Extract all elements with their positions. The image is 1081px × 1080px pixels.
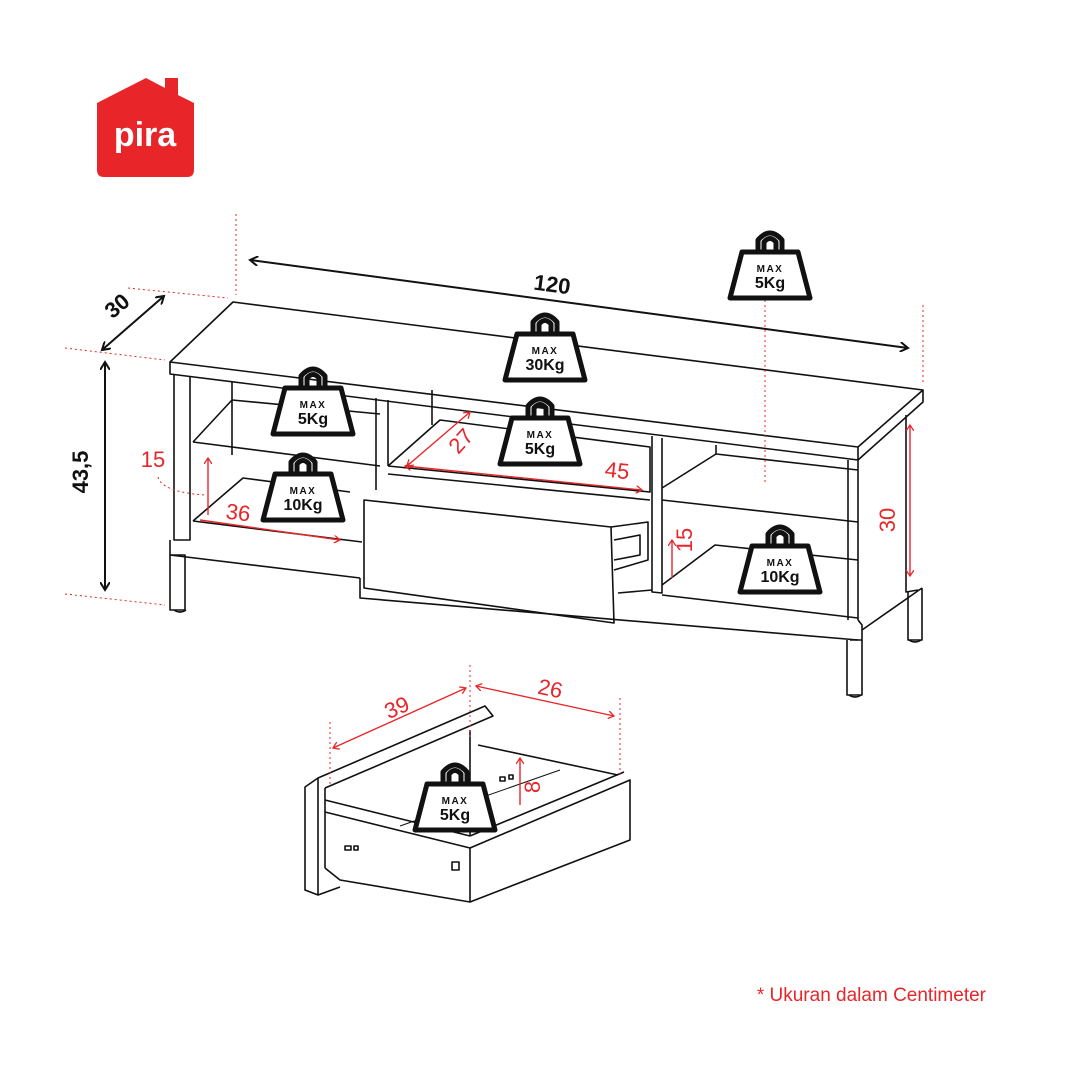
drawer-opening-height-label: 15: [672, 528, 697, 552]
weight-icon-top-center: MAX 30Kg: [502, 312, 588, 383]
svg-text:MAX: MAX: [300, 400, 327, 411]
width-label: 120: [532, 270, 572, 300]
drawer-depth-label: 39: [381, 691, 414, 724]
svg-text:5Kg: 5Kg: [298, 411, 328, 428]
depth-label: 30: [100, 288, 135, 323]
svg-text:MAX: MAX: [290, 486, 317, 497]
logo-text: pira: [114, 116, 177, 154]
svg-text:MAX: MAX: [532, 346, 559, 357]
width-arrow: [250, 260, 908, 348]
svg-text:30Kg: 30Kg: [525, 357, 564, 374]
svg-text:5Kg: 5Kg: [440, 807, 470, 824]
svg-text:MAX: MAX: [757, 264, 784, 275]
svg-text:MAX: MAX: [442, 796, 469, 807]
svg-text:5Kg: 5Kg: [755, 275, 785, 292]
left-shelf-height-label: 15: [141, 447, 165, 472]
svg-text:MAX: MAX: [527, 430, 554, 441]
weight-icon-left-lower: MAX 10Kg: [260, 452, 346, 523]
height-label: 43,5: [68, 451, 93, 494]
units-footnote: * Ukuran dalam Centimeter: [756, 985, 986, 1006]
drawer-height-label: 8: [520, 781, 545, 793]
drawer-width-label: 26: [536, 674, 565, 704]
red-dimension-lines: [199, 412, 910, 805]
weight-icon-drawer: MAX 5Kg: [412, 762, 498, 833]
weight-icon-center-shelf: MAX 5Kg: [497, 396, 583, 467]
left-shelf-width-label: 36: [225, 499, 252, 527]
svg-text:10Kg: 10Kg: [283, 497, 322, 514]
svg-text:10Kg: 10Kg: [760, 569, 799, 586]
depth-arrow: [102, 296, 164, 350]
pira-logo: pira: [97, 78, 194, 177]
svg-text:MAX: MAX: [767, 558, 794, 569]
weight-icon-left-upper: MAX 5Kg: [270, 366, 356, 437]
svg-text:5Kg: 5Kg: [525, 441, 555, 458]
weight-icon-right-lower: MAX 10Kg: [737, 524, 823, 595]
weight-icon-top-right: MAX 5Kg: [727, 230, 813, 301]
right-compartment-height-label: 30: [875, 508, 900, 532]
drawer-opening-depth-label: 27: [443, 424, 478, 459]
extension-lines: [64, 214, 924, 785]
main-dimension-lines: [102, 260, 908, 590]
drawer-opening-width-label: 45: [604, 457, 631, 484]
